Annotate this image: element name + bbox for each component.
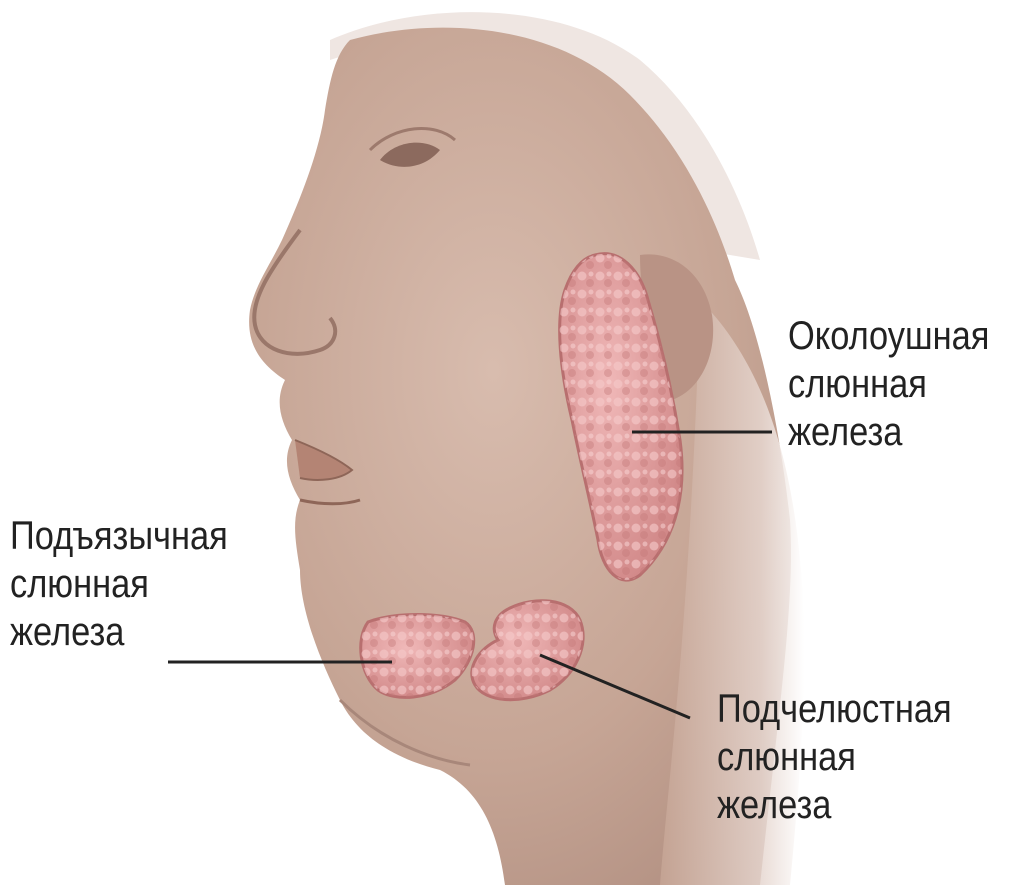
sublingual-gland-label: Подъязычная слюнная железа bbox=[10, 512, 228, 656]
submandibular-label-line-1: Подчелюстная bbox=[717, 685, 952, 733]
sublingual-label-line-1: Подъязычная bbox=[10, 512, 228, 560]
parotid-label-line-1: Околоушная bbox=[788, 312, 989, 360]
sublingual-label-line-2: слюнная bbox=[10, 560, 228, 608]
submandibular-label-line-3: железа bbox=[717, 781, 952, 829]
sublingual-label-line-3: железа bbox=[10, 608, 228, 656]
submandibular-label-line-2: слюнная bbox=[717, 733, 952, 781]
submandibular-gland-label: Подчелюстная слюнная железа bbox=[717, 685, 952, 829]
parotid-label-line-3: железа bbox=[788, 408, 989, 456]
parotid-gland-label: Околоушная слюнная железа bbox=[788, 312, 989, 456]
parotid-label-line-2: слюнная bbox=[788, 360, 989, 408]
